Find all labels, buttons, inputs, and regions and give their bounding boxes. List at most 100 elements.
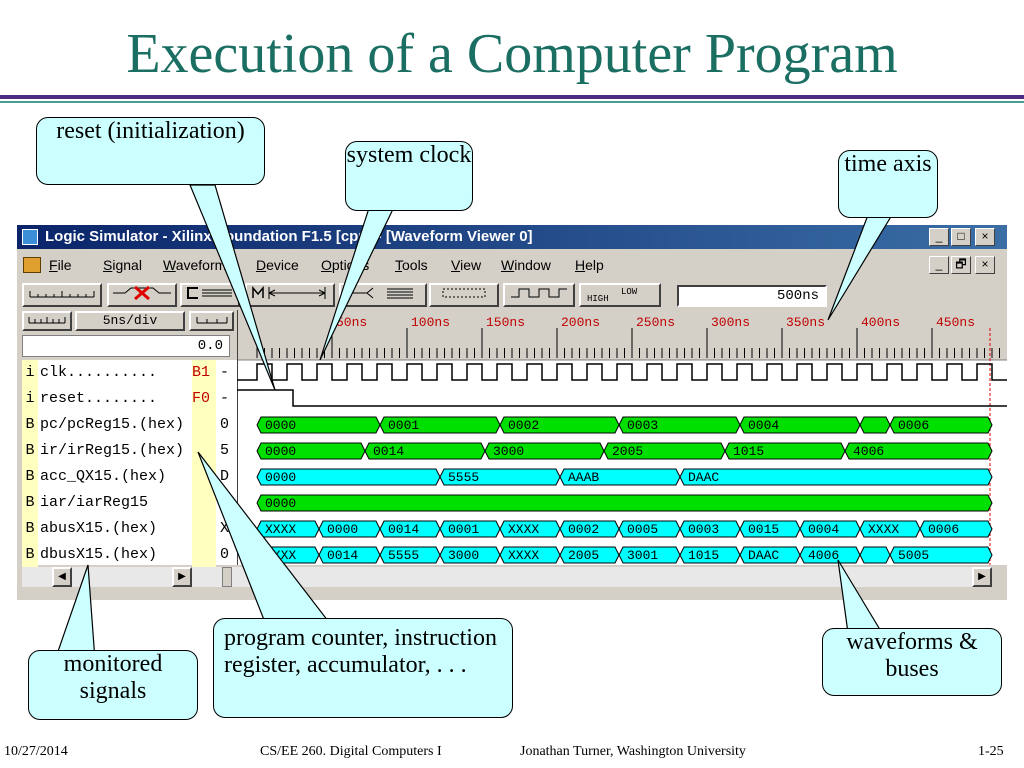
zoom-ruler-icon bbox=[28, 317, 66, 324]
menu-window[interactable]: Window bbox=[501, 257, 551, 273]
bus-value-label: 0006 bbox=[928, 522, 959, 537]
signal-type: i bbox=[22, 386, 38, 412]
bus-value-label: 0001 bbox=[448, 522, 479, 537]
footer-page: 1-25 bbox=[978, 744, 1004, 759]
measure-button[interactable] bbox=[245, 283, 335, 307]
reset-waveform bbox=[237, 389, 1007, 407]
zoom-out-icon bbox=[196, 317, 227, 324]
menu-tools[interactable]: Tools bbox=[395, 257, 428, 273]
time-scale-field[interactable]: 5ns/div bbox=[75, 311, 185, 331]
signal-cursor-value: X bbox=[220, 520, 230, 537]
signal-value bbox=[192, 490, 216, 516]
signal-cursor-value: 0 bbox=[220, 546, 230, 563]
scroll-thumb[interactable] bbox=[222, 567, 232, 587]
bus-value-label: 3000 bbox=[448, 548, 479, 563]
delete-signal-button[interactable] bbox=[107, 283, 177, 307]
scroll-right-icon[interactable]: ▶ bbox=[172, 567, 192, 587]
bus-value-label: 2005 bbox=[612, 444, 643, 459]
bus-value-label: 0005 bbox=[627, 522, 658, 537]
title-rule bbox=[0, 95, 1024, 99]
mdi-close-button[interactable]: × bbox=[975, 256, 995, 274]
mdi-restore-button[interactable]: 🗗 bbox=[951, 256, 971, 274]
menu-file[interactable]: File bbox=[49, 257, 72, 273]
mdi-minimize-button[interactable]: _ bbox=[929, 256, 949, 274]
bus-value-label: 5555 bbox=[448, 470, 479, 485]
bus-value-label: 0004 bbox=[808, 522, 839, 537]
time-label: 250ns bbox=[636, 315, 675, 330]
clock-wave-button[interactable] bbox=[503, 283, 575, 307]
high-label: HIGH bbox=[587, 294, 609, 304]
time-axis-callout-pointer bbox=[827, 214, 894, 321]
signal-name: abusX15.(hex) bbox=[40, 520, 158, 537]
time-offset-field[interactable]: 0.0 bbox=[22, 335, 230, 357]
signal-value: F0 bbox=[192, 386, 216, 412]
reset-callout-text: reset (initialization) bbox=[56, 118, 245, 144]
bus-value-label: 3001 bbox=[627, 548, 658, 563]
registers-callout-pointer bbox=[197, 451, 337, 631]
zoom-out-button[interactable] bbox=[189, 311, 234, 331]
time-ruler bbox=[237, 310, 1007, 360]
bus-value-label: 0006 bbox=[898, 418, 929, 433]
signal-cursor-value: - bbox=[220, 364, 230, 381]
bus-value-label: 3000 bbox=[493, 444, 524, 459]
bus-value-label: 0003 bbox=[627, 418, 658, 433]
close-button[interactable]: × bbox=[975, 228, 995, 246]
title-rule-thin bbox=[0, 101, 1024, 103]
high-low-button[interactable]: HIGH LOW bbox=[579, 283, 661, 307]
signal-value: B1 bbox=[192, 360, 216, 386]
bus-segment bbox=[919, 520, 993, 538]
menu-signal[interactable]: Signal bbox=[103, 257, 142, 273]
toolbar: HIGH LOW 500ns bbox=[17, 280, 1007, 310]
signal-name: iar/iarReg15 bbox=[40, 494, 149, 511]
bus-value-label: AAAB bbox=[568, 470, 599, 485]
time-label: 200ns bbox=[561, 315, 600, 330]
bus-value-label: 0000 bbox=[265, 470, 296, 485]
waveforms-callout-pointer bbox=[837, 559, 884, 634]
bus-value-label: 0003 bbox=[688, 522, 719, 537]
menu-view[interactable]: View bbox=[451, 257, 482, 273]
signal-name: pc/pcReg15.(hex) bbox=[40, 416, 185, 433]
menu-waveform[interactable]: Waveform bbox=[163, 257, 227, 273]
signal-name: reset........ bbox=[40, 390, 158, 407]
measure-icon bbox=[252, 285, 326, 299]
signal-cursor-value: - bbox=[220, 390, 230, 407]
bus-value-label: 5005 bbox=[898, 548, 929, 563]
ruler-tool-button[interactable] bbox=[22, 283, 102, 307]
bus-value-label: 0002 bbox=[568, 522, 599, 537]
controls-row: 5ns/div bbox=[17, 311, 1007, 331]
minimize-button[interactable]: _ bbox=[929, 228, 949, 246]
scroll-right-end-icon[interactable]: ▶ bbox=[972, 567, 992, 587]
bus-value-label: 5555 bbox=[388, 548, 419, 563]
clock-waveform bbox=[237, 363, 1007, 381]
bus-value-label: 0004 bbox=[748, 418, 779, 433]
signal-cursor-value: 5 bbox=[220, 442, 230, 459]
scroll-left-icon[interactable]: ◀ bbox=[52, 567, 72, 587]
bus-tool-button[interactable] bbox=[180, 283, 240, 307]
title-bar[interactable]: Logic Simulator - Xilinx Foundation F1.5… bbox=[17, 225, 1007, 249]
bus-value-label: 0014 bbox=[373, 444, 404, 459]
menu-device[interactable]: Device bbox=[256, 257, 299, 273]
maximize-button[interactable]: □ bbox=[951, 228, 971, 246]
monitored-callout-pointer bbox=[54, 564, 96, 661]
ruler-icon bbox=[29, 291, 95, 298]
clock-callout: system clock bbox=[345, 141, 473, 211]
signal-value bbox=[192, 516, 216, 542]
document-icon[interactable] bbox=[23, 257, 41, 273]
zoom-ruler-button[interactable] bbox=[22, 311, 72, 331]
window-title: Logic Simulator - Xilinx Foundation F1.5… bbox=[45, 228, 533, 245]
delete-waveform-icon bbox=[113, 285, 171, 301]
bus-value-label: 4006 bbox=[808, 548, 839, 563]
pulse-button[interactable] bbox=[429, 283, 499, 307]
time-field[interactable]: 500ns bbox=[677, 285, 827, 307]
menu-help[interactable]: Help bbox=[575, 257, 604, 273]
bus-value-label: 0014 bbox=[327, 548, 358, 563]
